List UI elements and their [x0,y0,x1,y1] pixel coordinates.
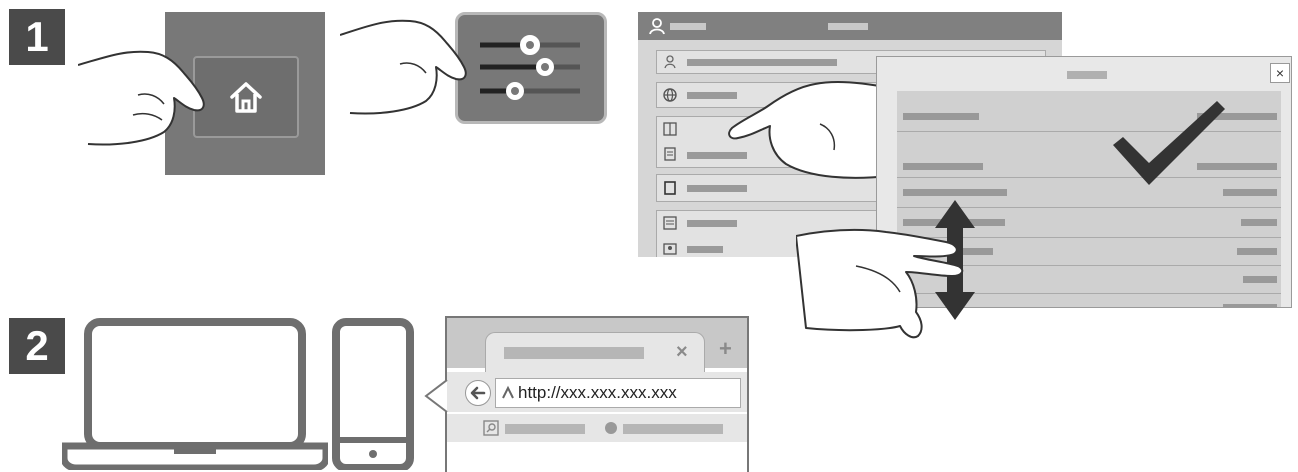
browser-tab[interactable]: × [485,332,705,373]
home-button[interactable] [193,56,299,138]
list-row[interactable] [897,295,1281,307]
address-url: http://xxx.xxx.xxx.xxx [518,383,677,402]
list-row[interactable] [897,137,1281,178]
menu-item-label-placeholder [687,220,737,227]
row-label-placeholder [903,113,979,120]
tray-icon [663,243,677,255]
menu-item-label-placeholder [687,92,737,99]
person-icon [664,55,676,69]
list-row[interactable] [897,267,1281,294]
tab-title-placeholder [504,347,644,359]
header-user-placeholder [670,23,706,30]
dialog-close-button[interactable]: × [1270,63,1290,83]
row-value-placeholder [1237,248,1277,255]
home-icon [230,82,262,113]
hand-scroll-icon [796,228,964,339]
settings-button-panel[interactable] [455,12,607,124]
menu-item-label-placeholder [687,185,747,192]
bookmarks-bar [447,414,747,442]
page-secure-icon [502,385,514,399]
step-1-number: 1 [25,13,49,60]
user-icon [649,18,665,35]
laptop-icon [62,318,328,470]
sliders-icon [480,35,580,100]
list-row[interactable] [897,179,1281,208]
row-value-placeholder [1241,219,1277,226]
step-2-badge: 2 [9,318,65,374]
step-1-badge: 1 [9,9,65,65]
row-label-placeholder [903,189,1007,196]
phone-icon [332,318,414,470]
hand-press-home-icon [78,50,205,146]
panel-icon [663,122,677,136]
menu-item-label-placeholder [687,59,837,66]
browser-window: × + http://xxx.xxx.xxx.xxx [445,316,749,472]
hand-tap-menu-icon [728,80,890,179]
bookmark-placeholder[interactable] [505,424,585,434]
list-icon [663,216,677,230]
page-icon [664,181,676,195]
row-value-placeholder [1197,113,1277,120]
list-row[interactable] [897,91,1281,132]
dialog-title-placeholder [1067,71,1107,79]
back-button[interactable] [465,380,491,406]
menu-item-label-placeholder [687,246,723,253]
close-icon: × [1275,65,1285,81]
row-value-placeholder [1223,189,1277,196]
new-tab-icon[interactable]: + [719,336,732,361]
menu-item-label-placeholder [687,152,747,159]
row-value-placeholder [1243,276,1277,283]
step-2-number: 2 [25,322,49,369]
document-icon [664,147,676,161]
row-value-placeholder [1223,304,1277,307]
row-value-placeholder [1197,163,1277,170]
row-label-placeholder [903,163,983,170]
tab-close-icon[interactable]: × [676,341,688,363]
search-icon [483,420,499,436]
hand-press-settings-icon [340,19,467,115]
bookmark-placeholder[interactable] [623,424,723,434]
globe-icon [663,88,677,102]
globe-icon [605,422,617,434]
header-title-placeholder [828,23,868,30]
address-toolbar: http://xxx.xxx.xxx.xxx [447,372,747,412]
double-arrow-icon [935,200,975,320]
back-arrow-icon [470,386,486,400]
address-bar[interactable]: http://xxx.xxx.xxx.xxx [495,378,741,408]
callout-pointer [424,379,448,413]
menu-header [638,12,1062,40]
checkmark-icon [1113,101,1225,185]
